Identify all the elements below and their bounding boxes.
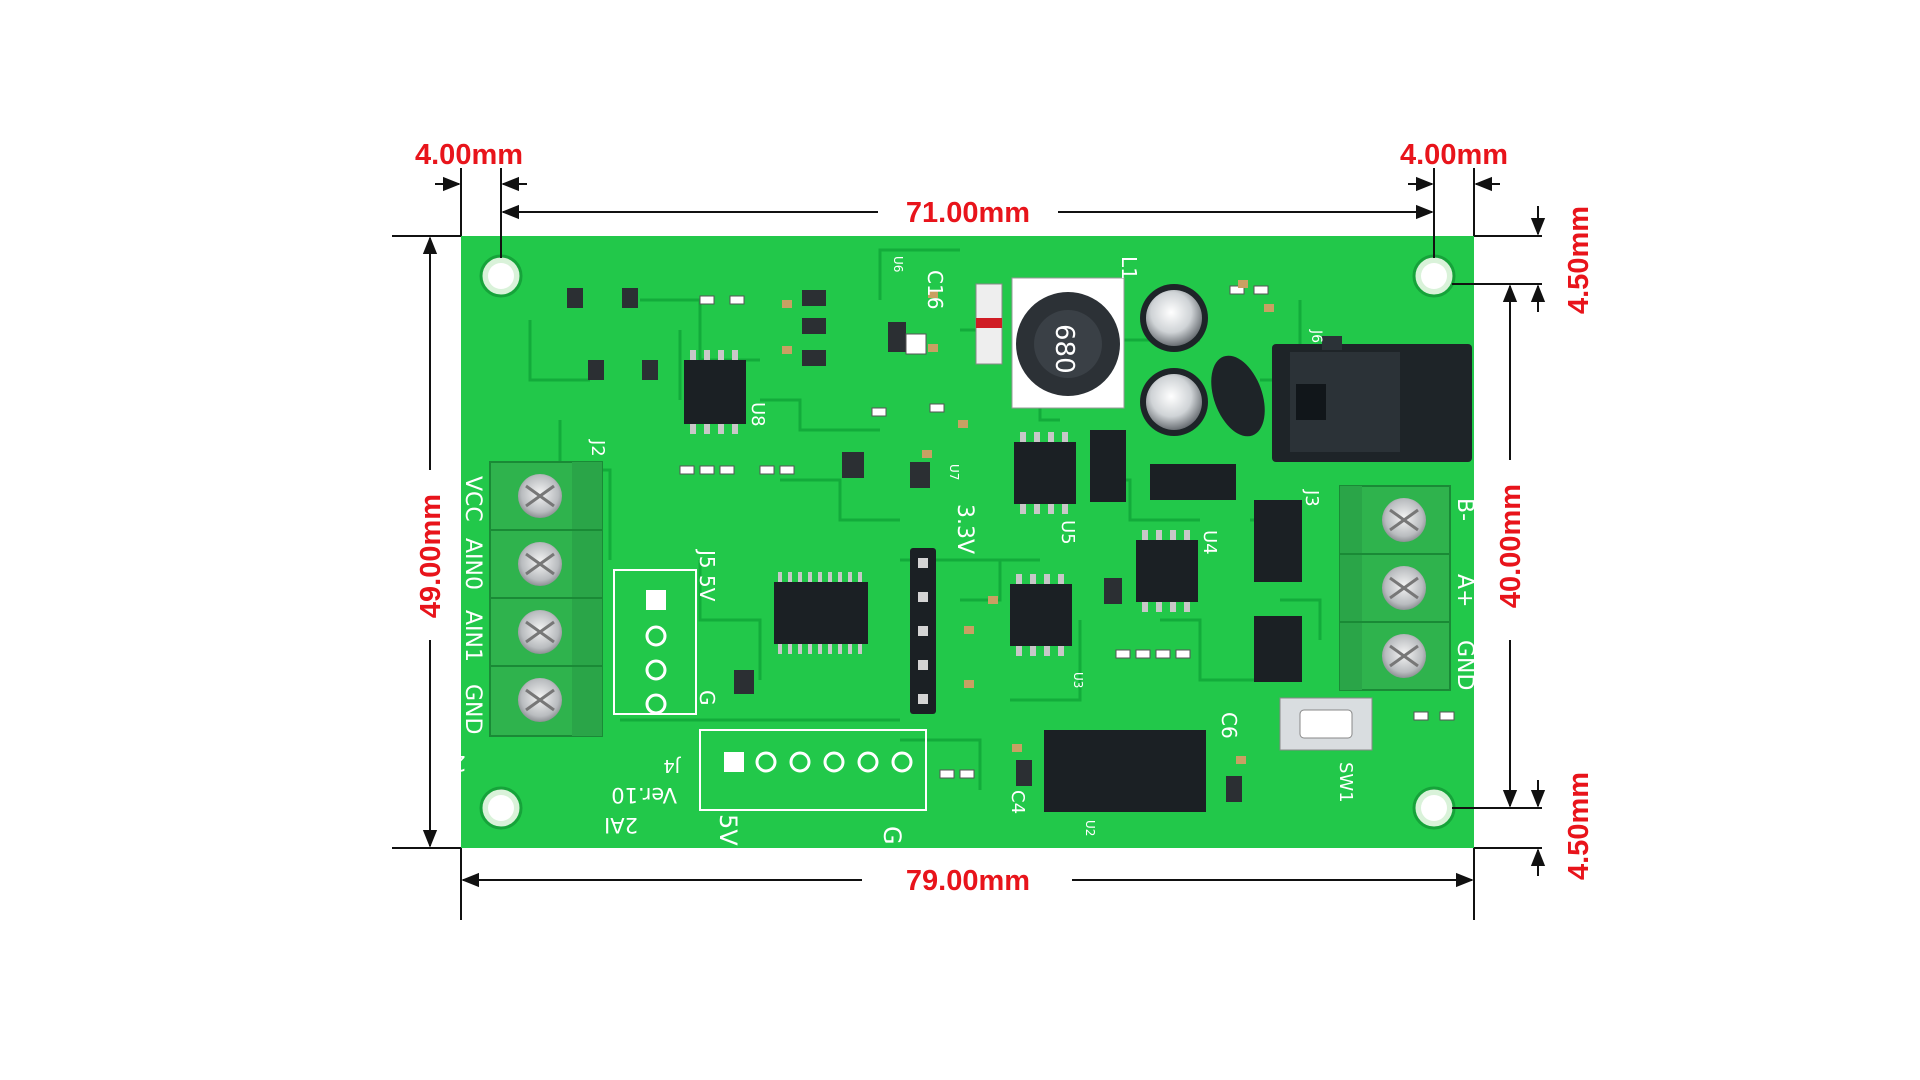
board-version: Ver.10 [611, 783, 677, 807]
label-j3: J3 [1301, 489, 1322, 507]
hole-top-left-center [488, 263, 514, 289]
label-u4: U4 [1199, 530, 1220, 555]
screw-icon [1382, 634, 1426, 678]
pcb-board: VCC AIN0 AIN1 GND B- [345, 236, 1477, 848]
pin-header-j4 [699, 729, 927, 811]
tact-switch-sw1 [1279, 697, 1373, 751]
label-u6: U6 [891, 256, 905, 272]
terminal-block-right [1339, 485, 1451, 691]
smd-passives [679, 285, 1455, 779]
dim-bottom-margin: 4.50mm [1563, 772, 1595, 880]
board-model: 2AI [604, 813, 638, 837]
tantalum-part [1211, 355, 1265, 437]
screw-icon [518, 678, 562, 722]
dim-board-width: 79.00mm [906, 865, 1030, 897]
dim-hole-spacing-y: 40.00mm [1495, 484, 1527, 608]
label-ain0: AIN0 [460, 538, 485, 590]
label-u5: U5 [1057, 520, 1078, 545]
label-gnd-right: GND [1452, 640, 1477, 690]
label-b-minus: B- [1452, 498, 1477, 521]
label-vcc: VCC [460, 476, 485, 522]
label-gnd-left: GND [460, 684, 485, 734]
label-j4: J4 [663, 755, 681, 776]
terminal-left-labels: VCC AIN0 AIN1 GND [460, 476, 485, 734]
smd-components [567, 288, 1242, 802]
label-j4-g: G [878, 826, 906, 845]
dim-right-margin: 4.00mm [1400, 139, 1508, 171]
label-3v3: 3.3V [952, 504, 977, 554]
hole-bottom-right-center [1421, 795, 1447, 821]
ic-u4 [1136, 530, 1198, 612]
dimension-annotations: 4.00mm 71.00mm 4.00mm 49.00mm 79.00mm 40… [392, 139, 1595, 920]
label-j4-5v: 5V [714, 814, 742, 846]
label-u3: U3 [1071, 672, 1085, 688]
pin-strip-vertical [910, 548, 936, 714]
dc-power-jack [1272, 336, 1472, 462]
label-u7: U7 [947, 464, 961, 480]
diode-d5 [1150, 464, 1236, 500]
label-u2: U2 [1083, 820, 1097, 836]
label-c6: C6 [1217, 712, 1241, 739]
electrolytic-cap [1140, 368, 1208, 436]
inductor-l1: 680 [1011, 277, 1125, 409]
label-j2: J2 [587, 439, 608, 457]
ic-u5 [1014, 432, 1076, 514]
dim-board-height: 49.00mm [415, 494, 447, 618]
label-j5-5v: J5 5V [695, 548, 719, 602]
tvs-d3 [1254, 616, 1302, 682]
screw-icon [1382, 566, 1426, 610]
ic-u8 [684, 350, 746, 434]
screw-icon [518, 474, 562, 518]
screw-icon [1382, 498, 1426, 542]
electrolytic-cap [1140, 284, 1208, 352]
hole-top-right-center [1421, 263, 1447, 289]
screw-icon [518, 610, 562, 654]
dim-hole-spacing-x: 71.00mm [906, 197, 1030, 229]
ic-u3 [1010, 574, 1072, 656]
dim-top-margin: 4.50mm [1563, 206, 1595, 314]
label-c4: C4 [1007, 790, 1028, 814]
terminal-block-left [489, 461, 603, 737]
ic-main-tssop [774, 572, 868, 654]
label-sw1: SW1 [1335, 762, 1356, 803]
label-j5-g: G [695, 690, 719, 706]
label-l1: L1 [1117, 256, 1141, 280]
inductor-value: 680 [1049, 324, 1079, 374]
ic-sot [1090, 430, 1126, 502]
module-u2 [1044, 730, 1206, 812]
label-c16: C16 [923, 270, 947, 309]
dim-left-margin: 4.00mm [415, 139, 523, 171]
hole-bottom-left-center [488, 795, 514, 821]
screw-icon [518, 542, 562, 586]
pin-header-j5 [613, 569, 697, 715]
label-j6: J6 [1308, 329, 1324, 343]
label-ain1: AIN1 [460, 610, 485, 662]
mounting-holes [479, 254, 1456, 830]
tvs-d4 [1254, 500, 1302, 582]
terminal-right-labels: B- A+ GND [1452, 498, 1477, 690]
board-date: 2024/02/28 [345, 751, 466, 775]
label-a-plus: A+ [1452, 574, 1477, 607]
smd-caps-tan [782, 280, 1274, 764]
label-u8: U8 [747, 402, 768, 427]
diode-d7 [975, 283, 1003, 365]
silkscreen-text: 2024/02/28 Ver.10 2AI J4 J5 5V G 3.3V L1… [345, 256, 1356, 846]
